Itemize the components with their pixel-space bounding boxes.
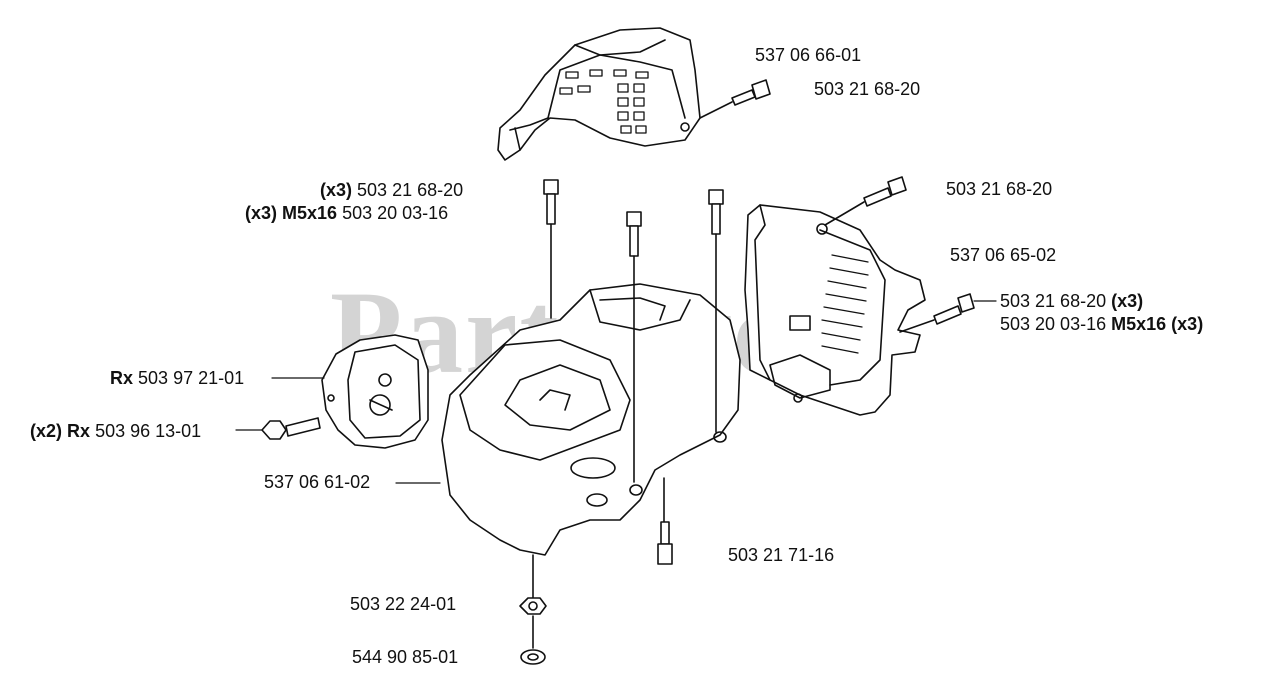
main-cover-part (441, 283, 741, 556)
hook-part (321, 334, 429, 449)
main-cover-screws (543, 179, 724, 483)
right-top-screw-part (824, 176, 907, 226)
bottom-bolt-part (657, 477, 673, 565)
label-washer: 544 90 85-01 (352, 647, 459, 667)
label-right-cover: 537 06 65-02 (950, 245, 1057, 265)
label-right-top-screw: 503 21 68-20 (946, 179, 1053, 199)
leader-lines (235, 300, 997, 484)
label-left-bolts: (x3) M5x16 503 20 03-16 (245, 203, 449, 223)
label-right-bolts: 503 20 03-16 M5x16 (x3) (1000, 314, 1204, 334)
hook-screw-part (261, 417, 321, 440)
label-left-screws: (x3) 503 21 68-20 (320, 180, 464, 200)
label-upper-screw: 503 21 68-20 (814, 79, 921, 99)
label-nut: 503 22 24-01 (350, 594, 457, 614)
label-right-screws: 503 21 68-20 (x3) (1000, 291, 1144, 311)
right-cover-part (744, 204, 926, 416)
label-hook-screws: (x2) Rx 503 96 13-01 (30, 421, 202, 441)
label-hook: Rx 503 97 21-01 (110, 368, 245, 388)
label-bottom-bolt: 503 21 71-16 (728, 545, 835, 565)
upper-cover-part (497, 27, 701, 161)
upper-screw-part (699, 79, 771, 119)
right-screws-part (899, 293, 975, 333)
nut-and-washer (519, 554, 547, 665)
label-upper-cover: 537 06 66-01 (755, 45, 862, 65)
label-main-cover: 537 06 61-02 (264, 472, 371, 492)
